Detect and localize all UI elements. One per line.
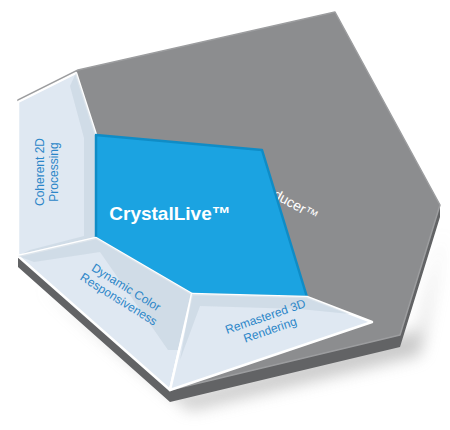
face [170, 294, 372, 390]
bevel [18, 238, 192, 350]
core-label: CrystalLive™ [100, 203, 240, 225]
bevel [18, 73, 96, 256]
processing-panel: Coherent 2D Processing [18, 73, 96, 256]
face [18, 238, 192, 390]
face [18, 12, 440, 390]
face [18, 73, 96, 256]
rendering-panel: Remastered 3D Rendering [170, 294, 372, 390]
bevel [180, 294, 350, 360]
color-panel-outline [18, 238, 192, 390]
segment-label: Coherent 2D Processing [34, 107, 62, 237]
color-panel: Dynamic Color Responsiveness [18, 238, 192, 390]
